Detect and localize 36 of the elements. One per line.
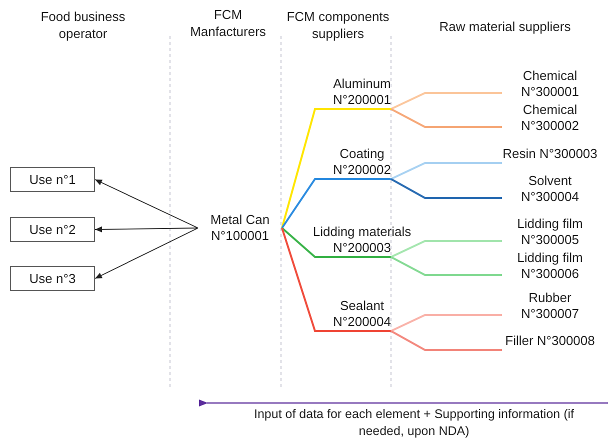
- product-label: Metal Can N°100001: [198, 210, 282, 246]
- raw-material-label: Chemical N°300001: [502, 67, 598, 101]
- branch-line: [281, 227, 391, 258]
- raw-material-label: Resin N°300003: [502, 137, 598, 171]
- branch-line: [390, 178, 502, 199]
- branch-line: [281, 108, 391, 228]
- branch-line: [281, 178, 391, 229]
- use-box: Use n°1: [10, 167, 95, 192]
- raw-material-label: Filler N°300008: [502, 324, 598, 358]
- raw-material-label: Chemical N°300002: [502, 101, 598, 135]
- arrow: [94, 179, 198, 228]
- component-label: Coating N°200002: [323, 145, 401, 179]
- branch-line: [390, 92, 502, 110]
- note-text: Input of data for each element + Supporting information (if needed, upon NDA): [253, 406, 575, 440]
- use-box: Use n°3: [10, 266, 95, 291]
- raw-material-label: Lidding film N°300006: [502, 249, 598, 283]
- arrow: [94, 228, 198, 279]
- column-heading: FCM components suppliers: [286, 8, 390, 42]
- component-label: Aluminum N°200001: [323, 75, 401, 109]
- component-label: Sealant N°200004: [323, 297, 401, 331]
- branch-line: [390, 162, 502, 180]
- raw-material-label: Lidding film N°300005: [502, 215, 598, 249]
- raw-material-label: Rubber N°300007: [502, 289, 598, 323]
- branch-line: [390, 108, 502, 128]
- use-box: Use n°2: [10, 217, 95, 242]
- arrow: [94, 226, 198, 232]
- branch-line: [390, 240, 502, 258]
- branch-line: [390, 330, 502, 351]
- branch-line: [390, 314, 502, 332]
- raw-material-label: Solvent N°300004: [502, 172, 598, 206]
- branch-line: [390, 256, 502, 276]
- branch-line: [281, 228, 391, 332]
- column-heading: FCM Manfacturers: [189, 6, 267, 40]
- column-heading: Raw material suppliers: [438, 18, 572, 35]
- component-label: Lidding materials N°200003: [306, 223, 418, 257]
- column-heading: Food business operator: [40, 8, 126, 42]
